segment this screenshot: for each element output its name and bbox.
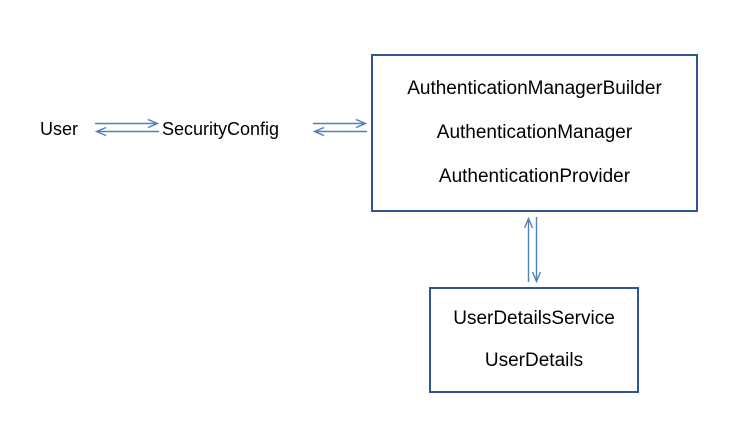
bidirectional-arrow-authbox-userdetailsbox-icon bbox=[524, 217, 541, 284]
bidirectional-arrow-securityconfig-authbox-icon bbox=[313, 119, 367, 136]
user-node-label: User bbox=[40, 119, 79, 139]
user-details-label: UserDetails bbox=[484, 349, 584, 371]
authentication-components-box: AuthenticationManagerBuilder Authenticat… bbox=[371, 54, 698, 212]
authentication-manager-label: AuthenticationManager bbox=[436, 122, 633, 143]
securityconfig-node-label: SecurityConfig bbox=[162, 119, 280, 139]
authentication-manager-builder-label: AuthenticationManagerBuilder bbox=[407, 78, 662, 99]
user-details-service-label: UserDetailsService bbox=[453, 308, 615, 330]
authentication-provider-label: AuthenticationProvider bbox=[438, 166, 631, 187]
user-details-box: UserDetailsService UserDetails bbox=[429, 287, 639, 393]
bidirectional-arrow-user-securityconfig-icon bbox=[95, 119, 159, 136]
